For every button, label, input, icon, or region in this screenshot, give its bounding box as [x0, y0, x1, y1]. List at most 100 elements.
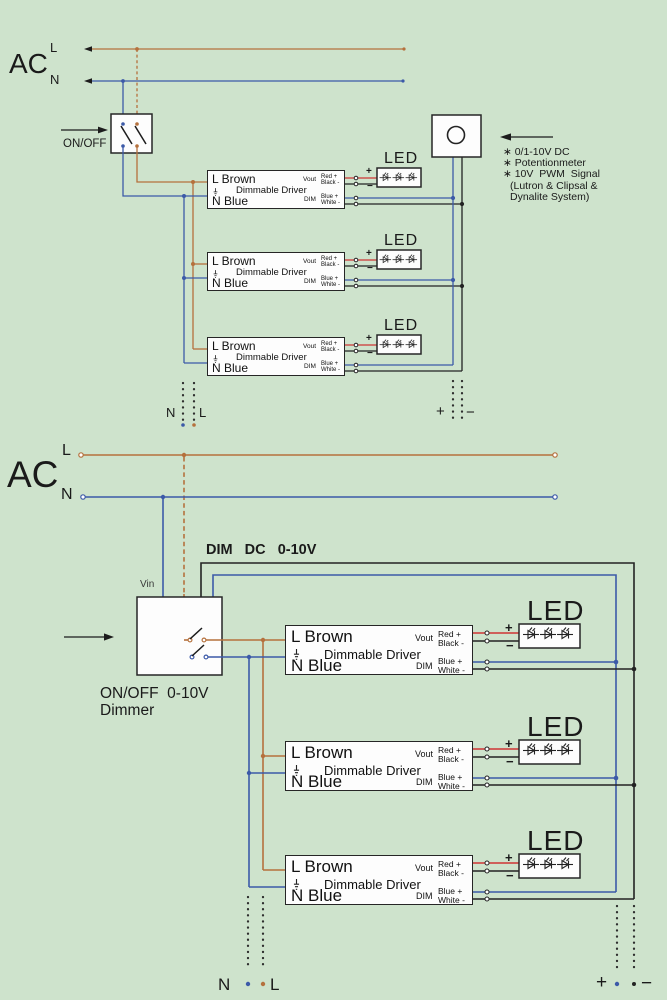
driver-n-label: N Blue	[291, 656, 343, 675]
driver-red-label: Red +	[321, 255, 338, 262]
top-driver2-output-wires	[345, 249, 465, 289]
driver-l-label: L Brown	[212, 254, 256, 268]
driver-dim-label: DIM	[416, 891, 433, 901]
top-tail-n-label: N	[166, 405, 176, 420]
top-live-bus	[136, 146, 207, 350]
led-title: LED	[527, 711, 585, 742]
driver-vout-label: Vout	[303, 176, 317, 183]
driver-dim-label: DIM	[416, 777, 433, 787]
top-ac-l-wire	[84, 46, 406, 115]
led-plus-label: +	[366, 333, 372, 344]
bottom-dim-bus-blue	[212, 574, 617, 892]
led-minus-label: −	[367, 181, 373, 192]
led-plus-label: +	[505, 850, 513, 865]
driver-l-label: L Brown	[291, 627, 353, 646]
dimmer-arrow-icon	[64, 633, 114, 641]
driver-name-label: Dimmable Driver	[324, 763, 421, 778]
driver-n-label: N Blue	[291, 772, 343, 791]
driver-dim-label: DIM	[304, 363, 316, 370]
top-tail-minus-label: −	[466, 404, 475, 421]
ground-icon	[213, 188, 218, 197]
top-neutral-bus	[122, 146, 207, 364]
driver-white-label: White -	[321, 200, 341, 206]
driver-black-label: Black -	[438, 637, 464, 648]
driver-name-label: Dimmable Driver	[236, 267, 307, 278]
top-ac-label: AC	[9, 48, 48, 79]
driver-blue-label: Blue +	[438, 886, 463, 896]
driver-name-label: Dimmable Driver	[324, 877, 421, 892]
driver-red-label: Red +	[438, 858, 461, 869]
driver-white-label: White -	[438, 665, 465, 675]
dimmable-driver-box: L Brown Dimmable Driver N Blue Vout Red …	[207, 170, 345, 209]
bottom-live-bus	[206, 637, 285, 871]
top-tail-l-label: L	[199, 405, 207, 420]
driver-black-label: Black -	[321, 180, 340, 186]
bottom-n-label: N	[61, 486, 73, 503]
bottom-dim-bus-black	[200, 562, 635, 899]
driver-red-label: Red +	[438, 628, 461, 639]
ground-icon	[213, 270, 218, 279]
ground-icon	[293, 879, 300, 890]
led-minus-label: −	[506, 638, 514, 653]
bottom-tail-minus-label: −	[641, 973, 653, 994]
top-l-label: L	[50, 40, 58, 55]
driver-l-label: L Brown	[212, 172, 256, 186]
bottom-l-label: L	[62, 442, 71, 459]
driver-blue-label: Blue +	[321, 193, 339, 200]
led-title: LED	[527, 595, 585, 626]
driver-n-label: N Blue	[212, 276, 249, 290]
driver-blue-label: Blue +	[321, 275, 339, 282]
top-driver3-output-wires	[345, 334, 462, 374]
led-title: LED	[384, 232, 419, 249]
driver-dim-label: DIM	[416, 661, 433, 671]
driver-vout-label: Vout	[303, 258, 317, 265]
led-plus-label: +	[366, 248, 372, 259]
driver-vout-label: Vout	[303, 343, 317, 350]
note-line: ∗ Potentionmeter	[503, 157, 586, 169]
driver-name-label: Dimmable Driver	[236, 185, 307, 196]
top-ac-n-wire	[84, 78, 405, 115]
led-title: LED	[527, 825, 585, 856]
driver-dim-label: DIM	[304, 278, 316, 285]
led-plus-label: +	[366, 166, 372, 177]
led-plus-label: +	[505, 736, 513, 751]
driver-dim-label: DIM	[304, 196, 316, 203]
led-minus-label: −	[367, 348, 373, 359]
driver-l-label: L Brown	[291, 857, 353, 876]
top-onoff-switch-box	[110, 113, 153, 154]
top-driver1-output-wires	[345, 167, 465, 207]
driver-white-label: White -	[321, 367, 341, 373]
driver-blue-label: Blue +	[438, 656, 463, 666]
top-n-label: N	[50, 72, 60, 87]
dim-bus-label: DIM DC 0-10V	[206, 542, 317, 558]
dimmable-driver-box: L Brown Dimmable Driver N Blue Vout Red …	[285, 855, 473, 905]
driver-white-label: White -	[438, 895, 465, 905]
driver-red-label: Red +	[321, 173, 338, 180]
top-tail-plus-label: +	[436, 403, 445, 420]
dimmer-label-line1: ON/OFF 0-10V	[100, 685, 209, 702]
led-title: LED	[384, 317, 419, 334]
led-title: LED	[384, 150, 419, 167]
note-line: (Lutron & Clipsal &	[510, 180, 598, 192]
driver-name-label: Dimmable Driver	[324, 647, 421, 662]
ground-icon	[293, 649, 300, 660]
potentiometer-box	[431, 114, 482, 158]
led-minus-label: −	[506, 754, 514, 769]
driver-red-label: Red +	[438, 744, 461, 755]
driver-n-label: N Blue	[212, 361, 249, 375]
bottom-driver1-output-wires	[473, 623, 637, 672]
top-switch-arrow-icon	[61, 126, 108, 134]
driver-black-label: Black -	[438, 867, 464, 878]
driver-white-label: White -	[438, 781, 465, 791]
dimmable-driver-box: L Brown Dimmable Driver N Blue Vout Red …	[207, 252, 345, 291]
note-line: Dynalite System)	[510, 191, 590, 203]
driver-black-label: Black -	[321, 262, 340, 268]
led-plus-label: +	[505, 620, 513, 635]
dimmable-driver-box: L Brown Dimmable Driver N Blue Vout Red …	[285, 625, 473, 675]
driver-l-label: L Brown	[212, 339, 256, 353]
top-onoff-label: ON/OFF	[63, 138, 107, 150]
led-minus-label: −	[506, 868, 514, 883]
potentiometer-arrow-icon	[500, 133, 553, 141]
